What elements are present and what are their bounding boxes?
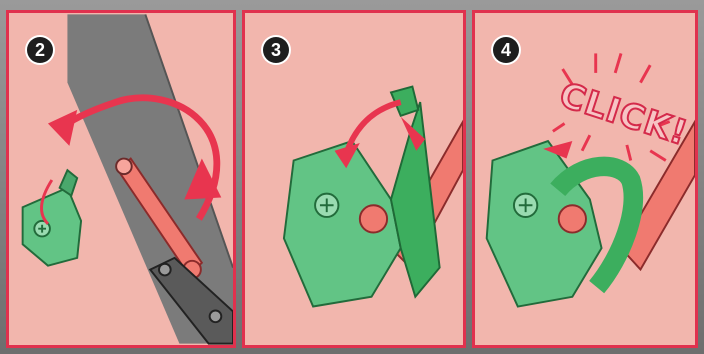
step-panel-3: 3	[242, 10, 466, 348]
step-panel-2: 2	[6, 10, 236, 348]
step-panel-4: 4 CLICK!	[472, 10, 698, 348]
step-number-badge: 2	[27, 37, 53, 63]
step-2-illustration	[9, 13, 233, 345]
mount-pin	[360, 205, 387, 232]
arrow-head-left	[48, 110, 77, 146]
step-number-badge: 3	[263, 37, 289, 63]
step-number-badge: 4	[493, 37, 519, 63]
rotate-arrow	[347, 102, 401, 151]
green-clip	[23, 170, 81, 265]
mount-pin	[559, 205, 586, 232]
green-clip	[284, 87, 440, 307]
